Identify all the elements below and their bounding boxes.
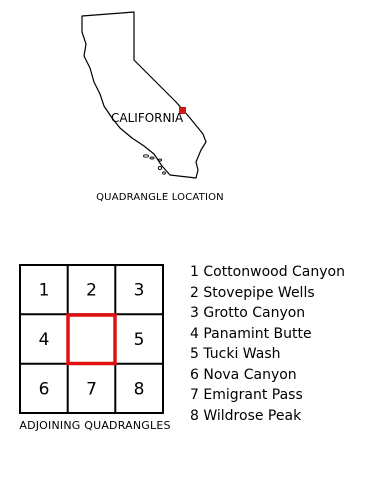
current-quadrangle-highlight: [66, 313, 117, 366]
grid-cell-number: 3: [134, 281, 145, 301]
grid-cell-number: 7: [86, 380, 97, 400]
legend-item: 7 Emigrant Pass: [190, 387, 303, 403]
quadrangle-location-marker: [179, 107, 186, 114]
legend-item: 4 Panamint Butte: [190, 325, 312, 342]
legend-item: 5 Tucki Wash: [190, 346, 281, 362]
state-label: CALIFORNIA: [111, 111, 184, 125]
legend-item: 3 Grotto Canyon: [190, 305, 306, 321]
legend-item: 2 Stovepipe Wells: [190, 284, 315, 301]
grid-cell-number: 8: [134, 380, 145, 400]
grid-cell-number: 2: [86, 281, 97, 301]
adjoining-quadrangles-caption: ADJOINING QUADRANGLES: [19, 419, 171, 432]
grid-cell-number: 4: [39, 330, 50, 350]
channel-islands: [143, 154, 166, 175]
quadrangle-legend: 1 Cottonwood Canyon 2 Stovepipe Wells 3 …: [190, 262, 345, 426]
grid-border: [19, 264, 164, 414]
legend-item: 8 Wildrose Peak: [190, 407, 302, 424]
legend-item: 1 Cottonwood Canyon: [190, 264, 345, 280]
adjoining-quadrangles-grid: 1 2 3 4 5 6 7 8: [19, 264, 164, 414]
grid-cell-number: 6: [39, 380, 50, 400]
grid-cell-number: 5: [134, 330, 145, 350]
california-outline: [81, 11, 207, 179]
legend-item: 6 Nova Canyon: [190, 366, 297, 383]
grid-cell-number: 1: [39, 281, 50, 301]
california-locator-map: CALIFORNIA: [81, 11, 207, 179]
quadrangle-location-caption: QUADRANGLE LOCATION: [96, 192, 224, 203]
